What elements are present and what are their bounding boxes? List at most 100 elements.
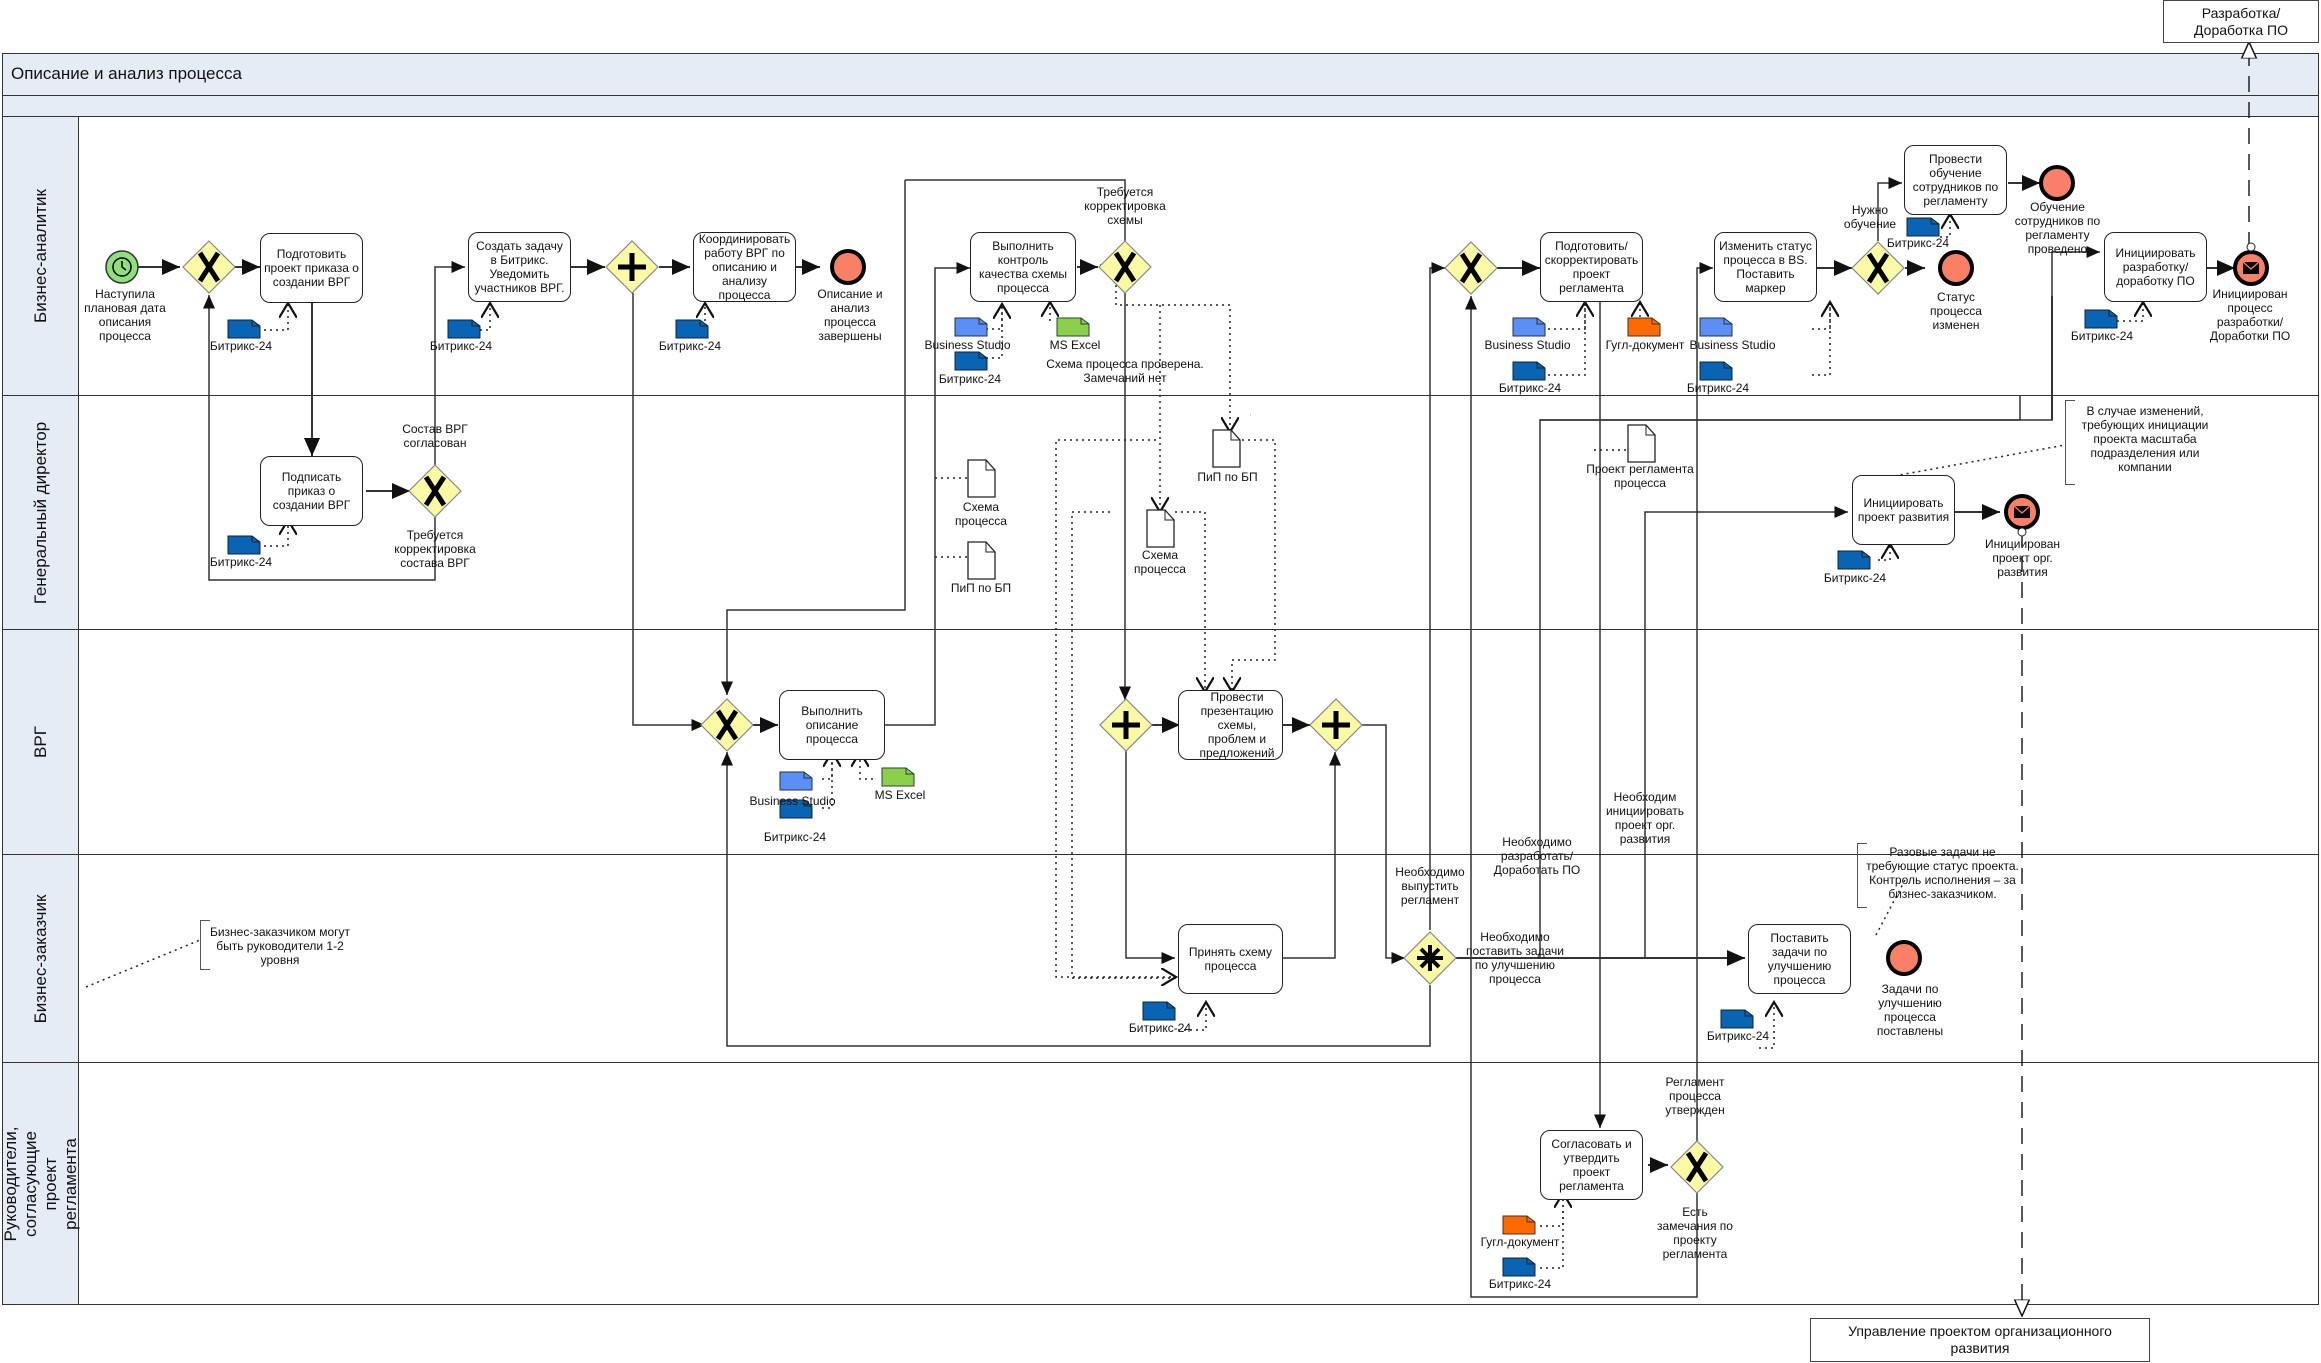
doc-label: Business Studio <box>749 794 836 808</box>
task-set-improvement-tasks[interactable]: Поставить задачи по улучшению процесса <box>1748 924 1851 994</box>
bitrix-doc-icon <box>1837 550 1871 570</box>
pool-title-text: Описание и анализ процесса <box>11 64 242 83</box>
end-event[interactable] <box>830 249 866 285</box>
flow-label: Необходимо выпустить регламент <box>1395 865 1465 907</box>
end-event-label: Инициирован проект орг. развития <box>1984 537 2061 579</box>
doc-label: Битрикс-24 <box>1706 1029 1770 1043</box>
task-initiate-software[interactable]: Инициировать разработку/ доработку ПО <box>2104 232 2207 302</box>
gateway-parallel[interactable] <box>606 241 658 293</box>
excel-doc-icon <box>881 767 915 787</box>
doc-label: Business Studio <box>924 338 1011 352</box>
doc-label: Битрикс-24 <box>763 830 827 844</box>
end-event[interactable] <box>1938 250 1974 286</box>
bitrix-doc-icon <box>2084 309 2118 329</box>
lane-header: Генеральный директор <box>3 396 79 629</box>
flow-label: Нужно обучение <box>1843 203 1897 231</box>
flow-label: Требуется корректировка состава ВРГ <box>394 528 476 570</box>
gateway-exclusive[interactable] <box>701 699 753 751</box>
pool-subheader <box>2 96 2319 117</box>
task-change-status[interactable]: Изменить статус процесса в BS. Поставить… <box>1714 232 1817 302</box>
doc-label: Business Studio <box>1689 338 1776 352</box>
doc-label: Битрикс-24 <box>209 555 273 569</box>
start-event-label: Наступила плановая дата описания процесс… <box>84 287 166 343</box>
end-event[interactable] <box>1886 940 1922 976</box>
pool-title: Описание и анализ процесса <box>2 53 2319 96</box>
lane-header: Бизнес-заказчик <box>3 855 79 1062</box>
doc-label: Битрикс-24 <box>2070 329 2134 343</box>
gateway-exclusive[interactable] <box>409 465 461 517</box>
annotation-customer: Бизнес-заказчиком могут быть руководител… <box>209 925 351 967</box>
flow-label: Требуется корректировка схемы <box>1084 185 1166 227</box>
task-training[interactable]: Провести обучение сотрудников по регламе… <box>1904 145 2007 215</box>
end-message-event[interactable] <box>2233 250 2269 286</box>
flow-label: Необходим инициировать проект орг. разви… <box>1605 790 1685 846</box>
doc-label: Гугл-документ <box>1605 338 1685 352</box>
scheme-doc-icon <box>967 459 996 498</box>
task-present-scheme[interactable]: Провести презентацию схемы, проблем и пр… <box>1178 690 1283 760</box>
task-coordinate-vrg[interactable]: Координировать работу ВРГ по описанию и … <box>693 232 796 302</box>
task-quality-control[interactable]: Выполнить контроль качества схемы процес… <box>970 232 1076 302</box>
task-sign-order[interactable]: Подписать приказ о создании ВРГ <box>260 456 363 526</box>
message-flow-origin <box>2017 527 2027 537</box>
google-doc-icon <box>1627 317 1661 337</box>
task-describe-process[interactable]: Выполнить описание процесса <box>779 690 885 760</box>
data-associations <box>85 214 2143 1269</box>
lane-header: ВРГ <box>3 630 79 854</box>
flow-label: Есть замечания по проекту регламента <box>1657 1205 1733 1261</box>
gateway-exclusive[interactable] <box>1445 242 1497 294</box>
gateway-exclusive[interactable] <box>1099 241 1151 293</box>
lane-vrg: ВРГ <box>2 630 2319 855</box>
annotation-oneoff: Разовые задачи не требующие статус проек… <box>1866 845 2019 901</box>
end-event-label: Обучение сотрудников по регламенту прове… <box>2014 200 2101 256</box>
gateway-exclusive[interactable] <box>1671 1141 1723 1193</box>
end-event[interactable] <box>2039 165 2075 201</box>
flow-label: Схема процесса проверена. Замечаний нет <box>1046 357 1204 385</box>
gateway-complex[interactable] <box>1402 930 1458 986</box>
pip-doc-icon <box>967 541 996 580</box>
task-create-bitrix-task[interactable]: Создать задачу в Битрикс. Уведомить учас… <box>468 232 571 302</box>
end-event-label: Инициирован процесс разработки/ Доработк… <box>2209 287 2291 343</box>
lane-header: Бизнес-аналитик <box>3 117 79 395</box>
external-org-dev-management[interactable]: Управление проектом организационного раз… <box>1810 1318 2150 1362</box>
doc-label: Гугл-документ <box>1480 1235 1560 1249</box>
doc-label: Битрикс-24 <box>1686 381 1750 395</box>
lane-approving-managers: Руководители, согласующие проект регламе… <box>1 1063 2319 1305</box>
doc-label: Битрикс-24 <box>209 339 273 353</box>
google-doc-icon <box>1502 1215 1536 1235</box>
pip-doc-icon <box>1212 429 1241 468</box>
external-software-dev[interactable]: Разработка/ Доработка ПО <box>2163 0 2319 43</box>
bitrix-doc-icon <box>1142 1001 1176 1021</box>
business-studio-doc-icon <box>779 771 813 791</box>
business-studio-doc-icon <box>1699 317 1733 337</box>
task-accept-scheme[interactable]: Принять схему процесса <box>1178 924 1283 994</box>
gateway-parallel[interactable] <box>1100 699 1152 751</box>
task-prepare-order[interactable]: Подготовить проект приказа о создании ВР… <box>260 233 363 303</box>
sequence-flows <box>136 175 2235 1298</box>
doc-label: Битрикс-24 <box>938 372 1002 386</box>
start-timer-event[interactable] <box>105 250 139 284</box>
task-initiate-dev-project[interactable]: Инициировать проект развития <box>1852 475 1955 545</box>
doc-label: MS Excel <box>1049 338 1101 352</box>
message-flows <box>2022 42 2249 1316</box>
task-approve-regulation[interactable]: Согласовать и утвердить проект регламент… <box>1540 1130 1643 1200</box>
bitrix-doc-icon <box>1502 1257 1536 1277</box>
doc-label: Схема процесса <box>955 500 1007 528</box>
business-studio-doc-icon <box>954 317 988 337</box>
gateway-exclusive[interactable] <box>183 241 235 293</box>
bitrix-doc-icon <box>1699 361 1733 381</box>
lane-general-director: Генеральный директор <box>2 396 2319 630</box>
flow-label: Регламент процесса утвержден <box>1665 1075 1725 1117</box>
doc-label: Битрикс-24 <box>1498 381 1562 395</box>
bitrix-doc-icon <box>954 351 988 371</box>
business-studio-doc-icon <box>1512 317 1546 337</box>
doc-label: Битрикс-24 <box>1823 571 1887 585</box>
task-prepare-regulation[interactable]: Подготовить/ скорректировать проект регл… <box>1540 232 1643 302</box>
doc-label: Битрикс-24 <box>1488 1277 1552 1291</box>
end-message-event[interactable] <box>2004 494 2040 530</box>
end-event-label: Статус процесса изменен <box>1930 290 1982 332</box>
clock-icon <box>112 257 132 277</box>
gateway-parallel[interactable] <box>1310 699 1362 751</box>
annotation-bracket <box>2065 400 2075 485</box>
